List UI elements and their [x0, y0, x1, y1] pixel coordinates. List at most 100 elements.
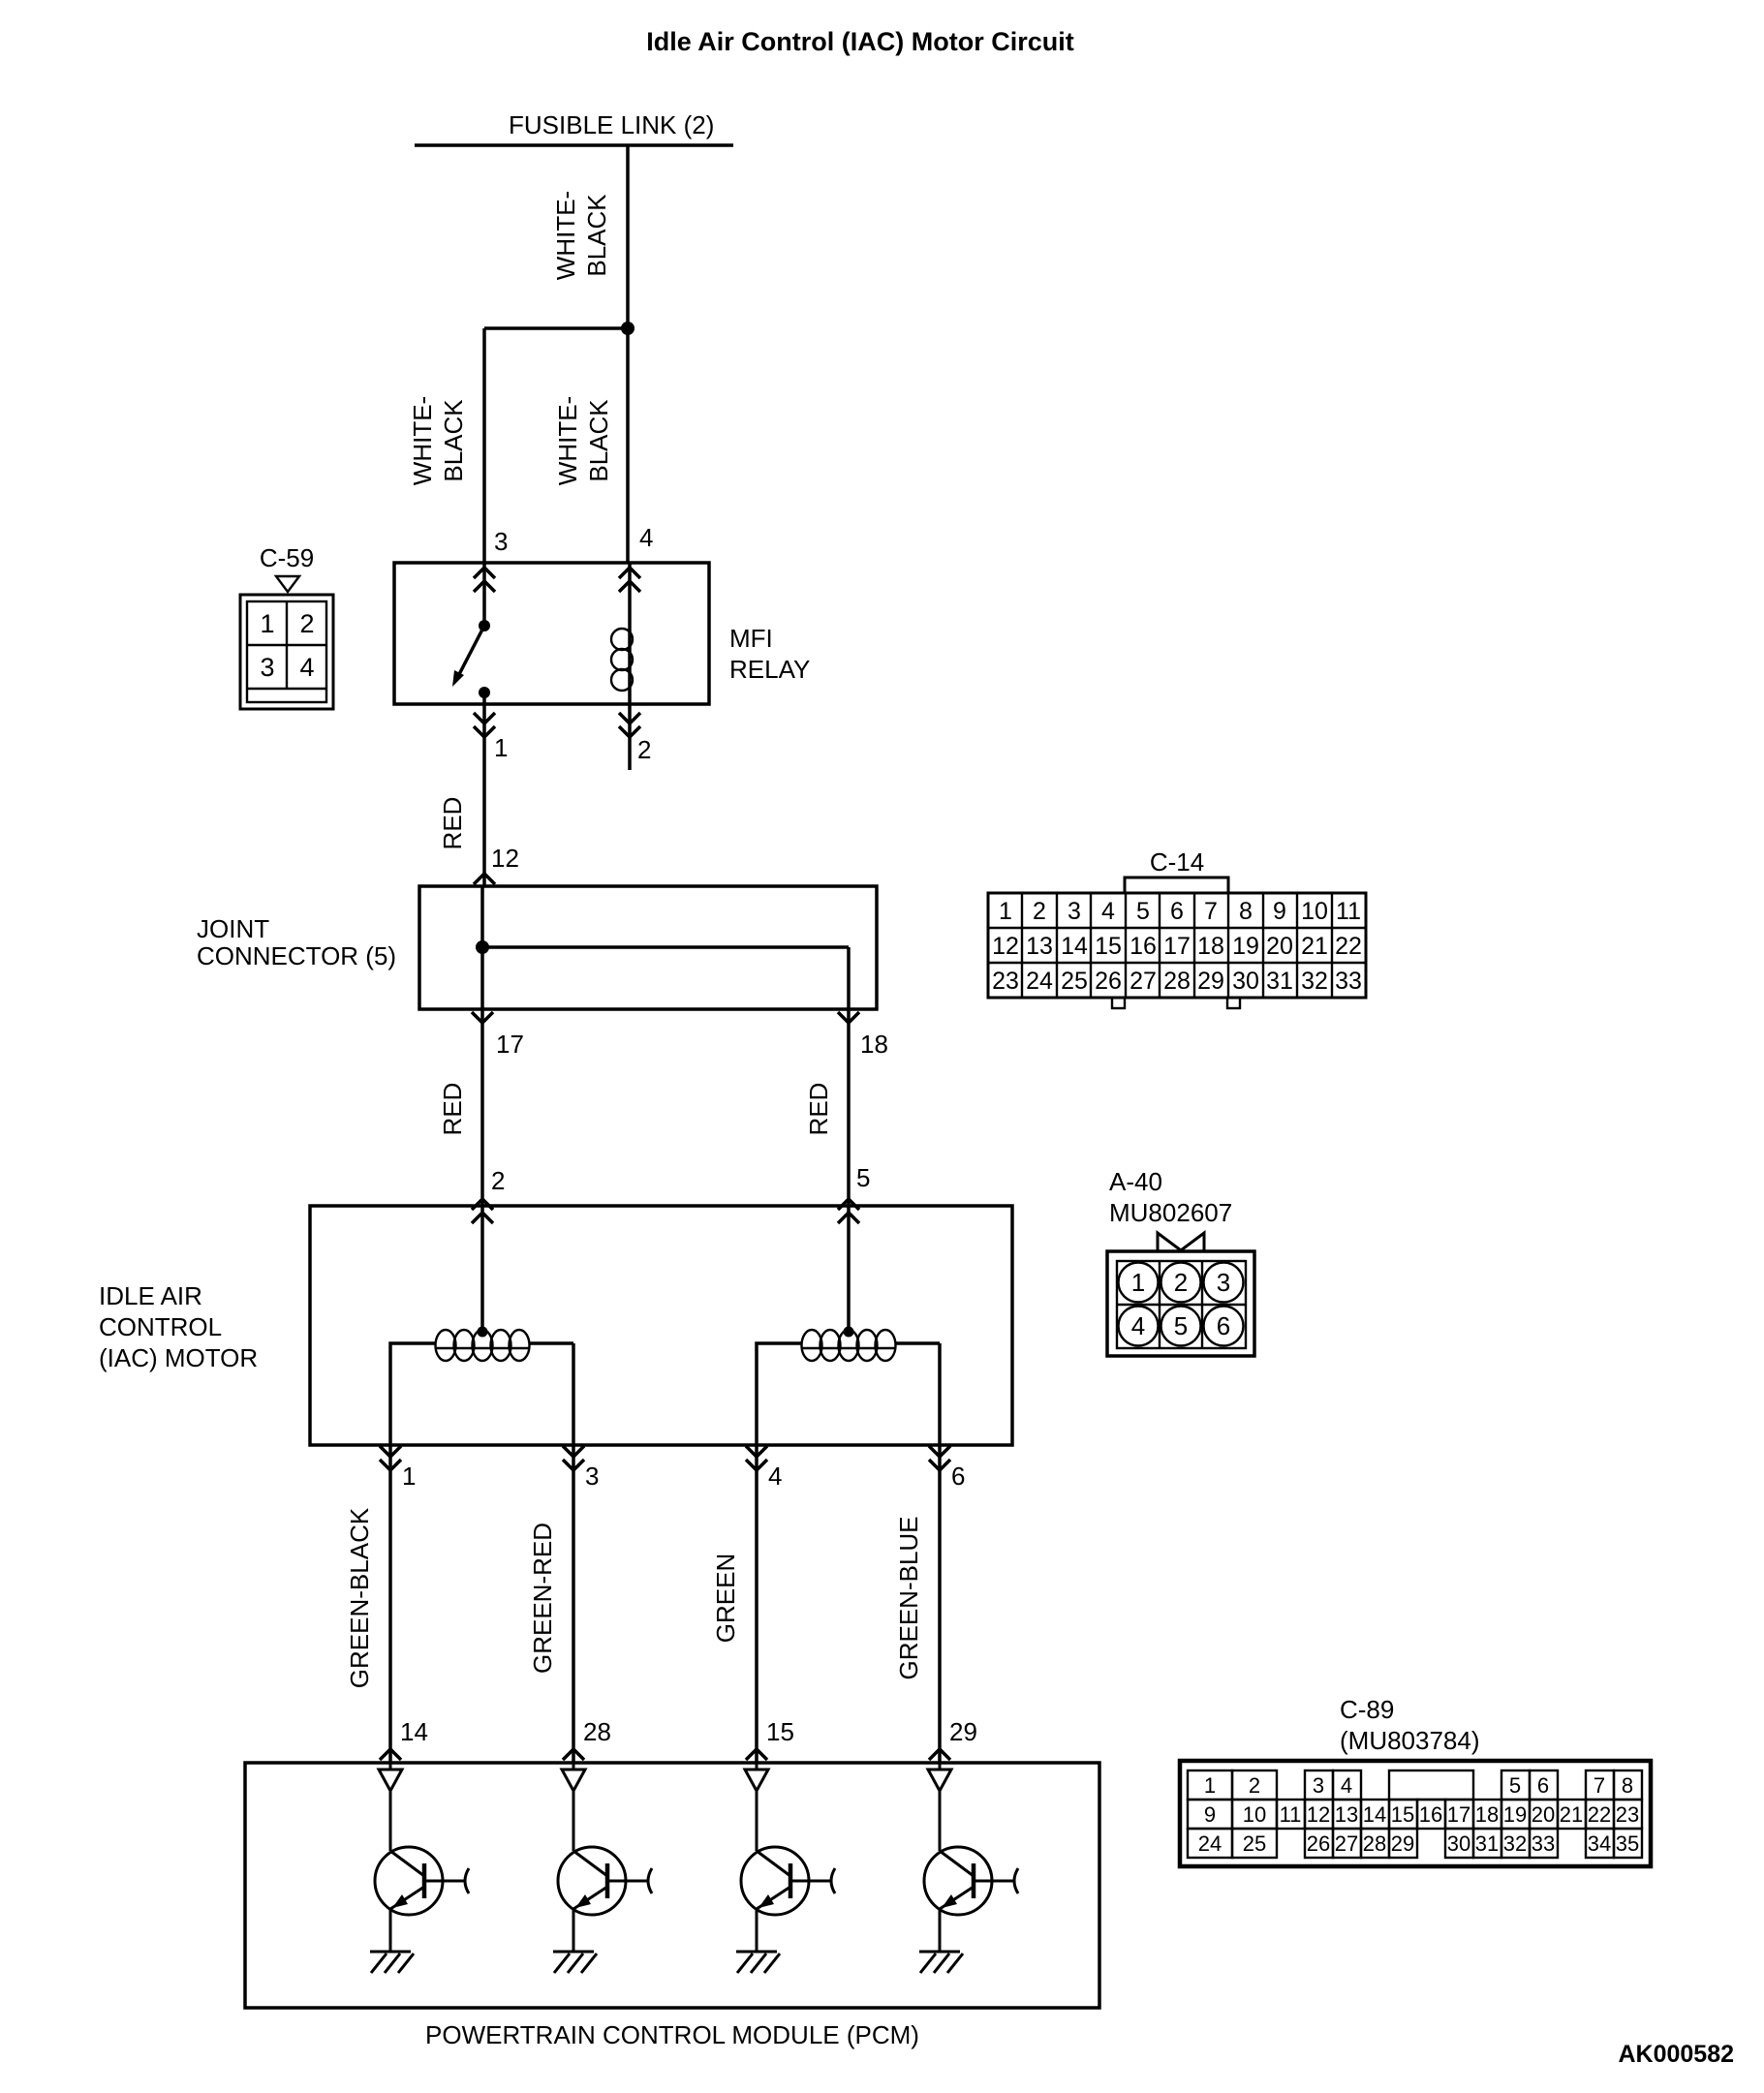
c89-cell: 33 — [1532, 1831, 1555, 1856]
page-title: Idle Air Control (IAC) Motor Circuit — [646, 27, 1073, 56]
wire-label-white-black: WHITE- — [551, 191, 580, 280]
c89-cell: 8 — [1622, 1773, 1633, 1798]
iac-motor — [308, 1197, 1014, 1472]
wire-color-labels: WHITE- BLACK WHITE- BLACK WHITE- BLACK R… — [345, 191, 923, 1688]
c14-cell: 33 — [1335, 968, 1362, 995]
c14-tab-icon — [1110, 996, 1127, 1010]
iac-motor-label: (IAC) MOTOR — [99, 1343, 258, 1372]
c89-cell: 27 — [1335, 1831, 1358, 1856]
c89-cell: 19 — [1503, 1802, 1527, 1827]
c89-cell: 22 — [1588, 1802, 1611, 1827]
mfi-relay-label: MFI — [729, 624, 773, 653]
c59-label: C-59 — [260, 543, 314, 572]
transistor-driver-2 — [553, 1763, 652, 1973]
c14-cell: 29 — [1197, 968, 1224, 995]
c14-cell: 9 — [1273, 898, 1286, 925]
c14-cell: 21 — [1301, 933, 1328, 960]
c59-cell: 4 — [299, 653, 314, 682]
c89-cell: 21 — [1560, 1802, 1583, 1827]
a40-part-number: MU802607 — [1109, 1198, 1232, 1227]
a40-cell: 2 — [1174, 1268, 1188, 1297]
c14-cell: 4 — [1101, 898, 1115, 925]
c14-cell: 14 — [1061, 933, 1088, 960]
pin-label-iac-5: 5 — [856, 1163, 870, 1192]
c14-cell: 17 — [1163, 933, 1191, 960]
relay-switch-arrow — [452, 670, 464, 687]
a40-cell: 6 — [1217, 1311, 1230, 1340]
c14-cell: 5 — [1136, 898, 1150, 925]
pin-label-joint-18: 18 — [860, 1030, 888, 1059]
c89-cell: 1 — [1204, 1773, 1216, 1798]
power-feed-wires — [415, 143, 733, 563]
a40-cell: 4 — [1131, 1311, 1145, 1340]
c14-tab-icon — [1225, 996, 1242, 1010]
c89-blank-key-cell — [1387, 1769, 1475, 1801]
pin-label-iac-6: 6 — [951, 1462, 965, 1491]
junction-dot — [621, 322, 634, 335]
c59-cell: 3 — [260, 653, 274, 682]
c14-cell: 8 — [1239, 898, 1253, 925]
c14-cell: 13 — [1026, 933, 1053, 960]
c14-cell: 26 — [1095, 968, 1122, 995]
pin-label-joint-17: 17 — [496, 1030, 524, 1059]
c14-cell: 25 — [1061, 968, 1088, 995]
c89-cell: 35 — [1616, 1831, 1639, 1856]
c89-cell: 15 — [1391, 1802, 1414, 1827]
c89-cell: 24 — [1198, 1831, 1222, 1856]
c89-cell: 9 — [1204, 1802, 1216, 1827]
c14-latch-icon — [1123, 876, 1230, 893]
c89-cell: 18 — [1475, 1802, 1499, 1827]
c14-cell: 18 — [1197, 933, 1224, 960]
c89-cell: 34 — [1588, 1831, 1611, 1856]
pin-label-joint-12: 12 — [491, 844, 519, 873]
c89-cell: 30 — [1447, 1831, 1470, 1856]
c89-cell: 32 — [1503, 1831, 1527, 1856]
pin-label-relay-2: 2 — [637, 735, 651, 764]
connector-c89 — [1177, 1758, 1654, 1869]
c14-cell: 27 — [1130, 968, 1157, 995]
c89-cell: 7 — [1594, 1773, 1605, 1798]
c14-cell: 19 — [1232, 933, 1259, 960]
joint-connector — [418, 884, 879, 1025]
c14-cell: 2 — [1033, 898, 1046, 925]
c14-cell: 10 — [1301, 898, 1328, 925]
a40-cell: 1 — [1131, 1268, 1145, 1297]
c89-cells: 1 2 3 4 5 6 7 8 9 10 11 12 13 14 15 16 1… — [1198, 1773, 1639, 1856]
c89-cell: 5 — [1509, 1773, 1521, 1798]
c89-cell: 29 — [1391, 1831, 1414, 1856]
c14-cell: 15 — [1095, 933, 1122, 960]
wire-label-white-black: BLACK — [584, 399, 613, 482]
joint-connector-label: CONNECTOR (5) — [197, 941, 396, 970]
c14-cell: 22 — [1335, 933, 1362, 960]
c14-cell: 1 — [999, 898, 1012, 925]
c89-label: C-89 — [1340, 1695, 1394, 1724]
connector-c59 — [238, 574, 335, 711]
pin-label-pcm-14: 14 — [400, 1717, 428, 1746]
c89-cell: 26 — [1307, 1831, 1330, 1856]
pin-label-iac-3: 3 — [585, 1462, 599, 1491]
wire-label-white-black: BLACK — [582, 194, 611, 277]
c89-part-number: (MU803784) — [1340, 1726, 1480, 1755]
c14-cell: 12 — [992, 933, 1019, 960]
c89-cell: 2 — [1249, 1773, 1260, 1798]
wire-label-green: GREEN — [711, 1554, 740, 1643]
transistor-driver-3 — [736, 1763, 835, 1973]
c89-cell: 17 — [1447, 1802, 1470, 1827]
pin-label-iac-1: 1 — [402, 1462, 416, 1491]
c89-cell: 25 — [1243, 1831, 1266, 1856]
c14-cell: 20 — [1266, 933, 1293, 960]
wire-label-green-blue: GREEN-BLUE — [894, 1516, 923, 1679]
fusible-link-label: FUSIBLE LINK (2) — [509, 110, 714, 139]
c14-cell: 31 — [1266, 968, 1293, 995]
c89-cell: 6 — [1537, 1773, 1549, 1798]
c14-cell: 3 — [1068, 898, 1081, 925]
pin-label-relay-4: 4 — [639, 523, 653, 552]
a40-cell: 5 — [1174, 1311, 1188, 1340]
c14-cell: 30 — [1232, 968, 1259, 995]
mfi-relay — [392, 561, 711, 739]
transistor-driver-1 — [370, 1763, 469, 1973]
pin-label-pcm-29: 29 — [949, 1717, 977, 1746]
c89-cell: 20 — [1532, 1802, 1555, 1827]
